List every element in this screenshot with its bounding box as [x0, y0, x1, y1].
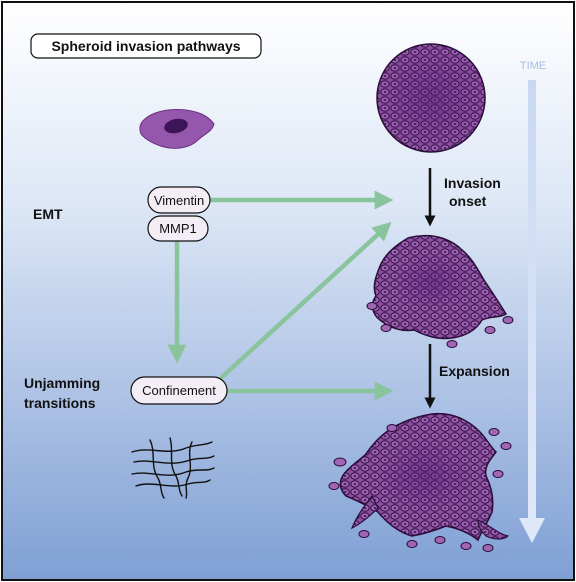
pill-confinement: Confinement — [130, 376, 228, 405]
invasion-label-line2: onset — [449, 193, 487, 209]
spheroid-invasion-onset — [366, 234, 514, 348]
title-box: Spheroid invasion pathways — [30, 33, 262, 59]
spheroid-initial — [376, 43, 486, 153]
collagen-fiber-matrix-icon — [131, 437, 215, 499]
pill-confinement-label: Confinement — [142, 383, 216, 398]
time-label: TIME — [520, 60, 546, 72]
diagram-title: Spheroid invasion pathways — [51, 38, 240, 54]
emt-label: EMT — [33, 206, 63, 222]
unjamming-label-line1: Unjamming — [24, 375, 100, 391]
arrow-confinement-to-invasion — [219, 221, 392, 380]
pill-vimentin-label: Vimentin — [154, 193, 204, 208]
mesenchymal-cell-icon — [139, 109, 215, 149]
pill-mmp1: MMP1 — [147, 215, 209, 242]
unjamming-label-line2: transitions — [24, 395, 96, 411]
time-arrow: TIME — [519, 60, 546, 543]
green-arrows — [167, 190, 394, 401]
expansion-label: Expansion — [439, 363, 510, 379]
pill-mmp1-label: MMP1 — [159, 221, 197, 236]
pill-vimentin: Vimentin — [147, 186, 211, 214]
invasion-label-line1: Invasion — [444, 175, 501, 191]
spheroid-expansion — [328, 412, 512, 552]
